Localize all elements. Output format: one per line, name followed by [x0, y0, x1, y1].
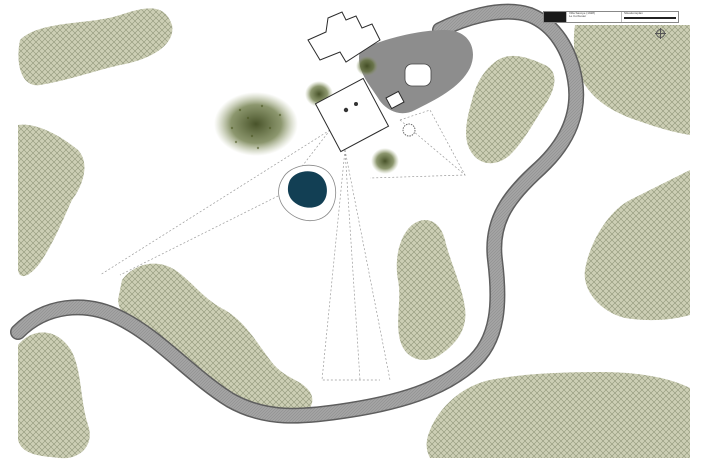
large-tree-cluster	[214, 92, 298, 156]
meadow-center-right	[396, 220, 466, 360]
meadow-areas	[18, 8, 690, 459]
drawing-name: Situationsplan	[624, 11, 643, 15]
parking-island	[404, 63, 432, 87]
villa-main-building	[314, 77, 390, 153]
access-road	[10, 3, 585, 424]
meadow-center-left	[118, 263, 313, 419]
title-block-scale: Situationsplan	[621, 11, 678, 22]
tree-forecourt	[356, 56, 378, 76]
title-block: Villa Savoye (1928) Le Corbusier Situati…	[543, 11, 679, 23]
villa-interior-marks	[343, 102, 358, 113]
sight-lines	[99, 109, 466, 381]
title-block-info: Villa Savoye (1928) Le Corbusier	[566, 12, 621, 22]
project-name: Villa Savoye (1928)	[569, 12, 595, 15]
buildings	[307, 11, 416, 153]
pond	[278, 164, 336, 222]
meadow-upper-right	[466, 55, 555, 164]
north-arrow-icon	[655, 28, 666, 39]
meadow-top-left	[18, 8, 173, 86]
gatehouse-building	[307, 11, 381, 63]
meadow-right	[584, 170, 690, 321]
tree-south	[371, 148, 399, 174]
meadow-top-right	[573, 25, 690, 135]
meadow-bottom-right	[426, 372, 690, 458]
scale-bar	[624, 17, 677, 20]
architect-name: Le Corbusier	[569, 14, 587, 19]
meadow-left	[18, 124, 85, 277]
logo-mark	[544, 12, 566, 22]
meadow-bottom-left	[18, 332, 90, 459]
garden-pavilion	[402, 123, 416, 137]
villa-annex	[385, 90, 405, 110]
